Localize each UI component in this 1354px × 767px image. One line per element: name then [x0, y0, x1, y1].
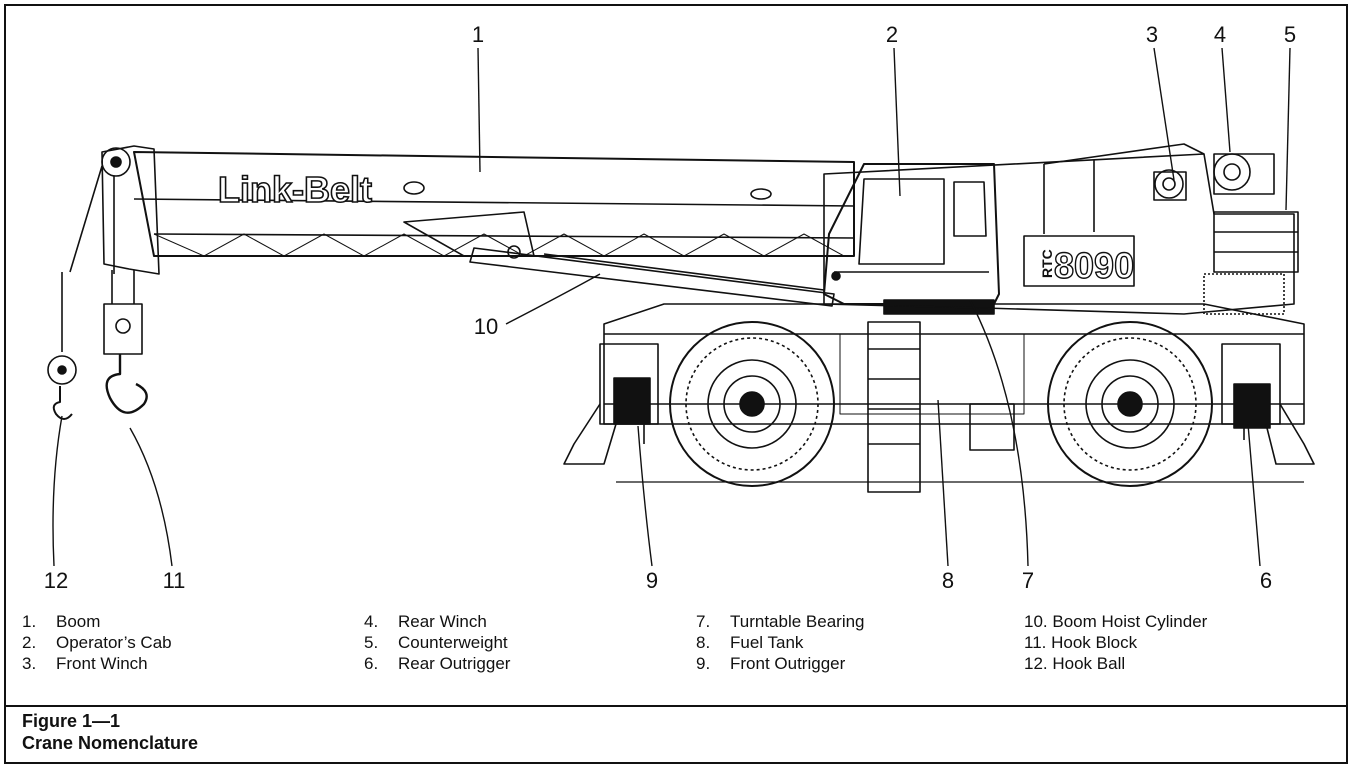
carrier-frame [603, 303, 1305, 425]
callout-3: 3 [1146, 22, 1158, 47]
rear-winch [1213, 153, 1275, 195]
callout-1: 1 [472, 22, 484, 47]
crane-drawing: Link-Belt RTC 8090 1 2 3 4 5 6 7 8 9 10 … [44, 22, 1315, 593]
boom [133, 151, 855, 257]
callout-leaders [52, 47, 1291, 567]
rear-tire [1047, 321, 1213, 487]
callout-11: 11 [163, 568, 186, 593]
legend-item: 11. Hook Block [1024, 633, 1138, 652]
figure-title: Crane Nomenclature [22, 733, 199, 753]
crane-illustration: Link-Belt RTC 8090 1 2 3 4 5 6 7 8 9 10 … [4, 4, 1348, 604]
callout-5: 5 [1284, 22, 1296, 47]
front-outrigger [563, 343, 659, 465]
rear-outrigger [1221, 343, 1315, 465]
callout-7: 7 [1022, 568, 1034, 593]
callout-9: 9 [646, 568, 658, 593]
operators-cab [823, 163, 1000, 305]
callout-10: 10 [474, 314, 498, 339]
boom-hoist-cylinder [469, 245, 835, 307]
figure-number: Figure 1—1 [22, 711, 121, 731]
model-badge: RTC [1039, 249, 1055, 278]
legend-item: 4.Rear Winch [364, 612, 487, 631]
callout-12: 12 [44, 568, 68, 593]
upper-structure [823, 153, 1295, 315]
front-winch [1043, 143, 1205, 234]
boom-logo: Link-Belt [218, 169, 372, 210]
model-number: 8090 [1054, 245, 1134, 286]
caption-divider [4, 705, 1348, 707]
legend-item: 7.Turntable Bearing [696, 612, 865, 631]
legend-item: 10. Boom Hoist Cylinder [1024, 612, 1208, 631]
legend-item: 8.Fuel Tank [696, 633, 804, 652]
callout-8: 8 [942, 568, 954, 593]
legend-item: 9.Front Outrigger [696, 654, 846, 673]
hook-block [103, 270, 148, 414]
front-tire [669, 321, 835, 487]
legend: 1.Boom 2.Operator’s Cab 3.Front Winch 4.… [6, 612, 1346, 702]
hook-ball [47, 272, 77, 420]
callout-2: 2 [886, 22, 898, 47]
fuel-tank [839, 321, 1025, 493]
legend-item: 1.Boom [22, 612, 101, 631]
legend-item: 3.Front Winch [22, 654, 148, 673]
counterweight [1203, 211, 1299, 315]
legend-item: 5.Counterweight [364, 633, 508, 652]
callout-4: 4 [1214, 22, 1226, 47]
callout-6: 6 [1260, 568, 1272, 593]
figure-frame [4, 4, 1348, 764]
boom-head [69, 145, 160, 275]
figure-caption: Figure 1—1 Crane Nomenclature [22, 710, 198, 754]
legend-item: 6.Rear Outrigger [364, 654, 511, 673]
legend-item: 12. Hook Ball [1024, 654, 1126, 673]
legend-item: 2.Operator’s Cab [22, 633, 172, 652]
